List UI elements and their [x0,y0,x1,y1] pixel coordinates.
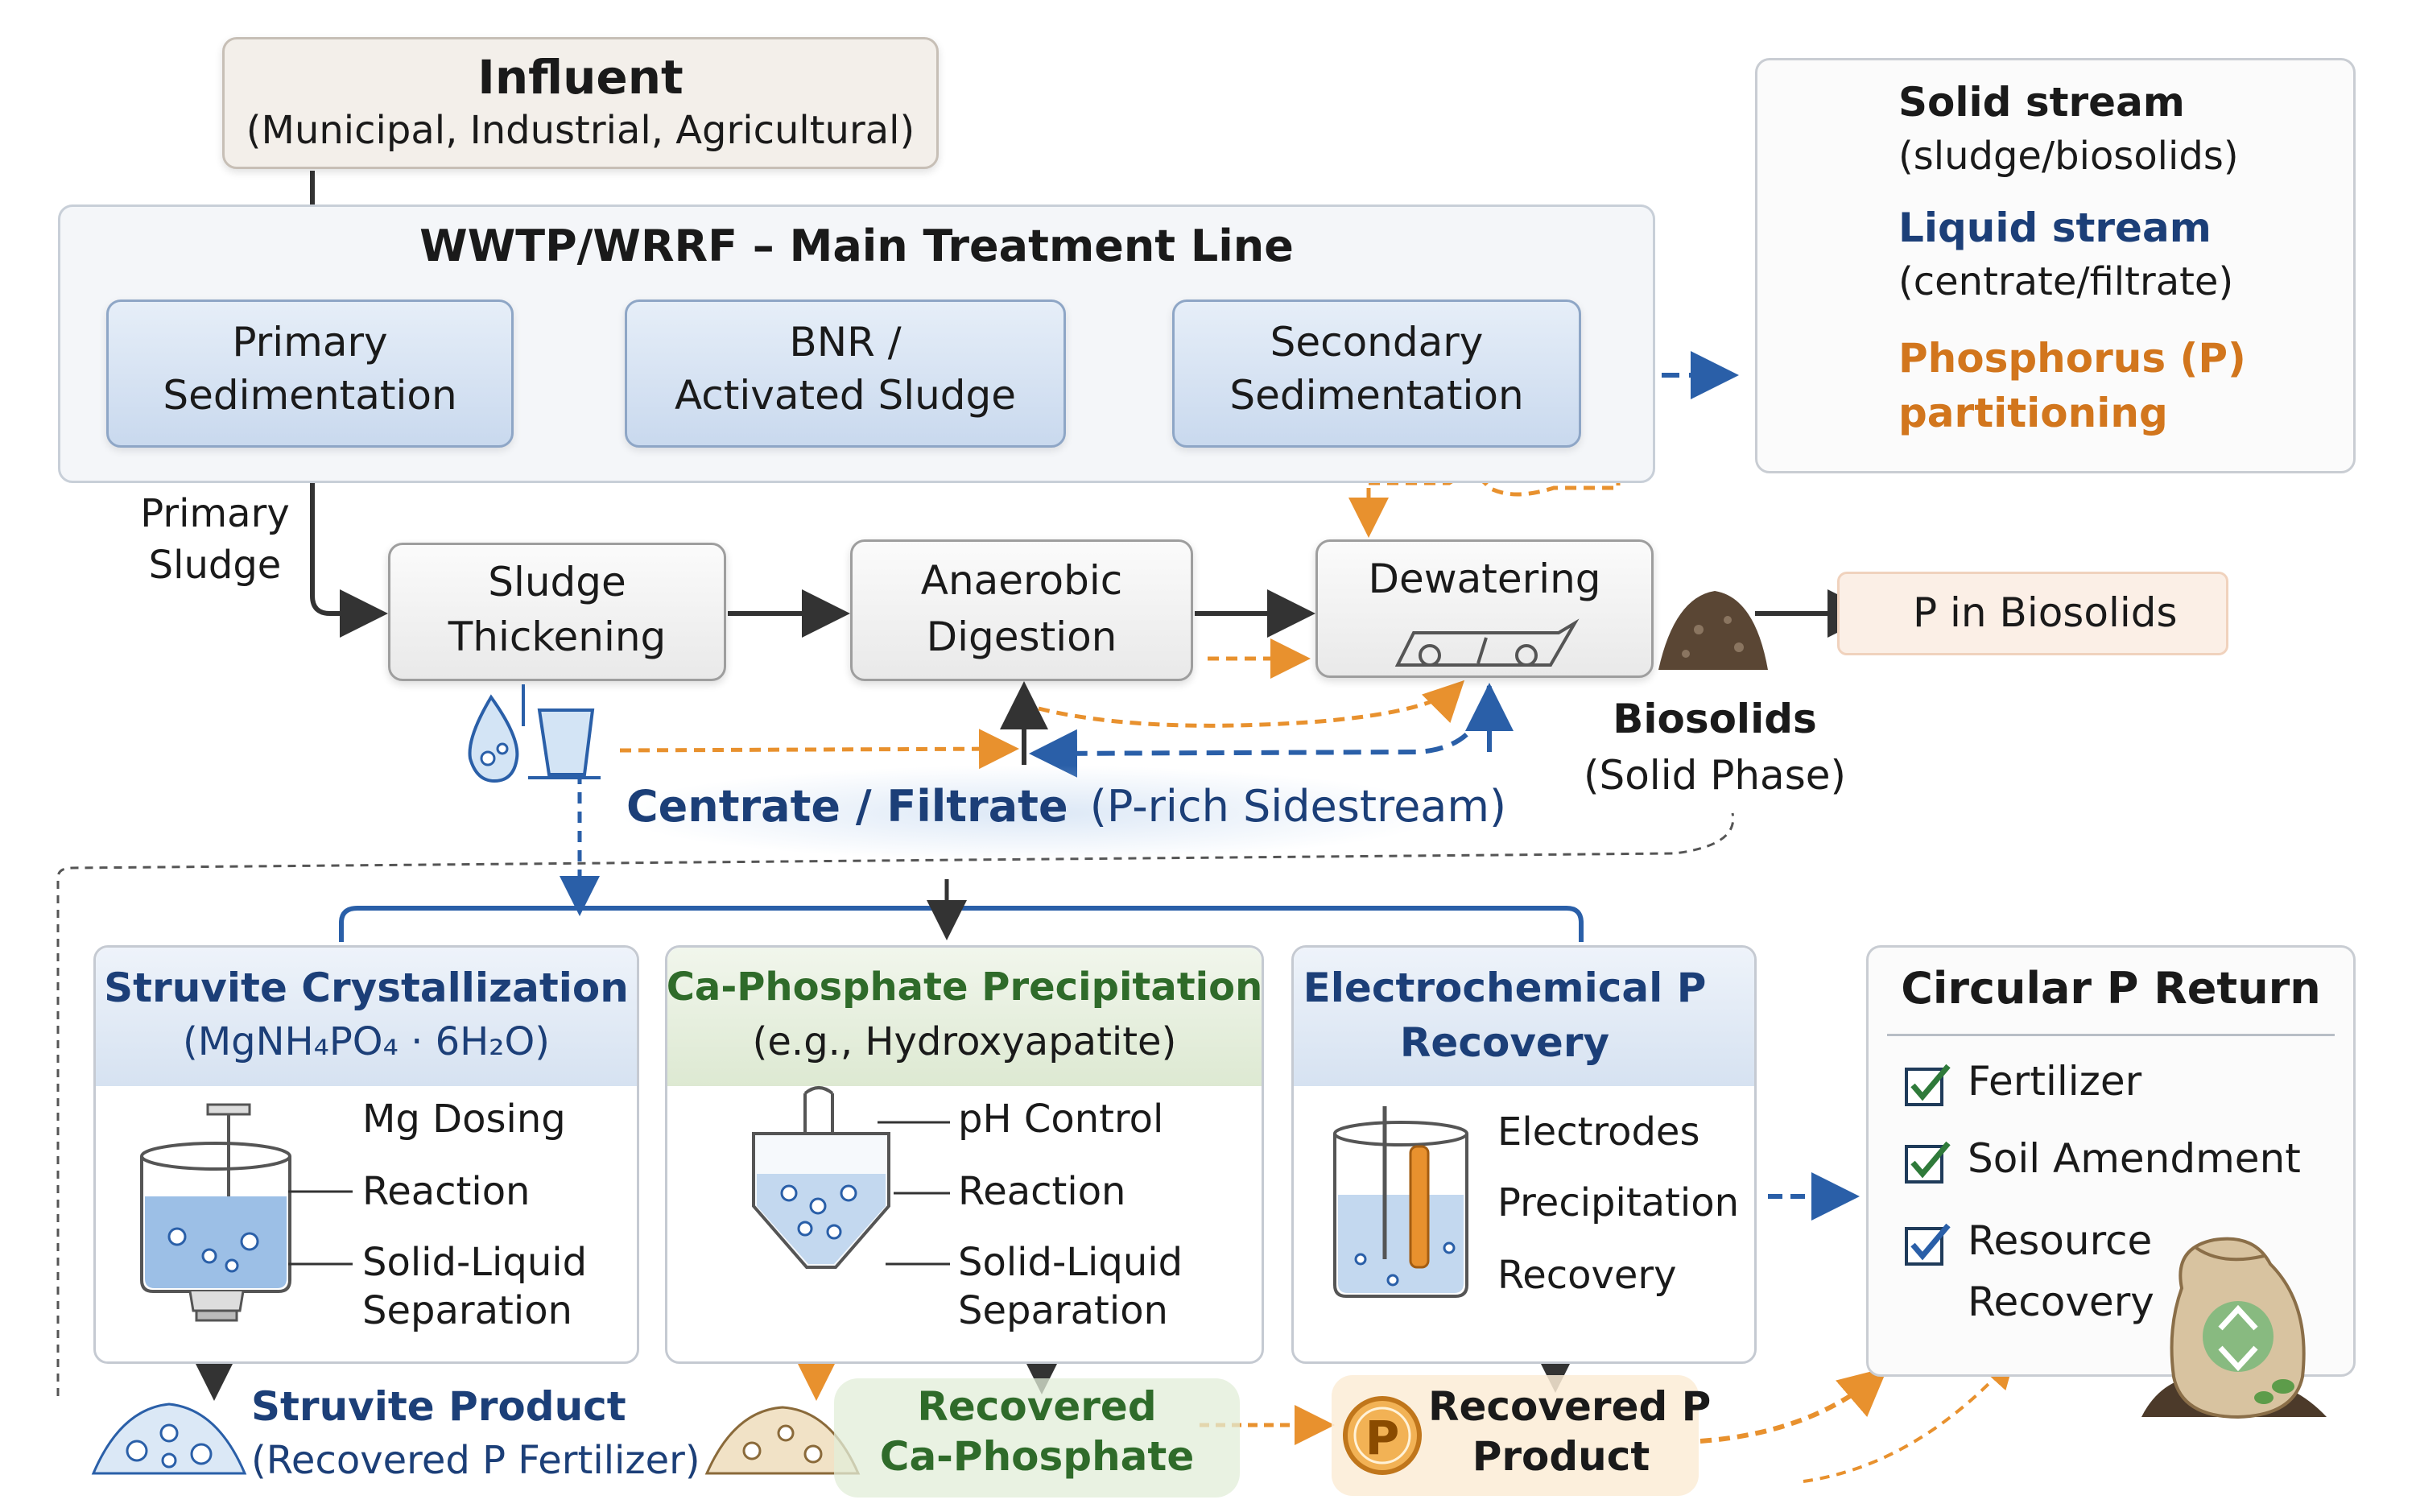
circular-title: Circular P Return [1901,963,2321,1014]
legend-solid-sub: (sludge/biosolids) [1898,134,2239,179]
legend-box [1755,58,2356,473]
circular-item-soil: Soil Amendment [1968,1135,2301,1182]
electrochemical-cell-icon [1333,1106,1468,1298]
caphos-product-bg [834,1378,1240,1498]
caphos-step-1: pH Control [958,1097,1164,1142]
primary-sludge-line2: Sludge [148,543,282,588]
arrow-p-centrate-dewatering [1038,680,1465,728]
primary-sedimentation-line1: Primary [232,319,388,366]
sludge-thickening-line1: Sludge [488,559,626,605]
primary-sedimentation-line2: Sedimentation [163,372,457,419]
circular-divider [1887,1034,2335,1036]
electro-title-line1: Electrochemical P [1303,965,1707,1011]
primary-sedimentation-box [106,300,514,448]
struvite-product-title: Struvite Product [251,1383,626,1430]
circular-item-recovery: Recovery [1968,1279,2154,1325]
p-coin-letter: P [1365,1411,1400,1465]
checkbox-fertilizer-icon [1905,1064,1951,1106]
arrow-primary-sludge [310,451,388,638]
struvite-header [96,948,637,1086]
struvite-leaders [288,1190,353,1266]
struvite-step-1: Mg Dosing [362,1097,566,1142]
sludge-thickening-line2: Thickening [448,613,667,660]
struvite-product-sub: (Recovered P Fertilizer) [251,1438,700,1483]
p-in-biosolids-label: P in Biosolids [1913,589,2178,636]
circular-item-fertilizer: Fertilizer [1968,1058,2142,1105]
crystallizer-tank-icon [140,1103,291,1322]
centrate-rest: (P-rich Sidestream) [1089,781,1507,832]
p-product-line1: Recovered P [1428,1383,1712,1430]
struvite-formula: (MgNH₄PO₄ · 6H₂O) [183,1019,550,1064]
p-coin-icon [1343,1396,1422,1475]
anaerobic-digestion-box [850,539,1193,681]
influent-title: Influent [477,50,684,105]
p-product-line2: Product [1472,1433,1650,1480]
struvite-step-4: Separation [362,1288,572,1333]
biosolids-pile-icon [1658,591,1768,670]
influent-box [222,37,939,169]
legend-p-sub: partitioning [1898,390,2168,436]
primary-sludge-line1: Primary [140,491,290,536]
electro-step-3: Recovery [1497,1253,1677,1298]
recycle-bag-icon [2141,1237,2327,1419]
arrow-p-product-to-circular [1699,1367,1889,1444]
arrow-p-lower-return [1803,1356,2016,1483]
struvite-crystals-icon [91,1403,247,1475]
circular-item-resource: Resource [1968,1217,2153,1264]
caphos-step-2: Reaction [958,1169,1126,1214]
electro-step-1: Electrodes [1497,1109,1700,1155]
arrow-dewatering-to-centrate [1029,685,1492,778]
checkbox-soil-icon [1905,1141,1951,1184]
centrate-glow [612,765,1449,861]
caphos-header [667,948,1262,1086]
bnr-box [625,300,1066,448]
legend-p-title: Phosphorus (P) [1898,335,2246,382]
centrate-label: Centrate / Filtrate (P-rich Sidestream) [626,781,1506,832]
legend-solid-title: Solid stream [1898,79,2185,126]
legend-liquid-title: Liquid stream [1898,204,2212,251]
caphos-step-4: Separation [958,1288,1168,1333]
electro-step-2: Precipitation [1497,1180,1740,1225]
influent-subtitle: (Municipal, Industrial, Agricultural) [246,108,915,153]
precipitation-reactor-icon [752,1086,890,1269]
struvite-step-2: Reaction [362,1169,531,1214]
secondary-sedimentation-line1: Secondary [1270,319,1484,366]
caphos-leaders [878,1121,950,1266]
anaerobic-digestion-line2: Digestion [926,613,1117,660]
electro-title-line2: Recovery [1399,1019,1610,1066]
struvite-title: Struvite Crystallization [104,965,629,1011]
dewatering-box [1315,539,1654,678]
belt-press-icon [1394,618,1580,667]
bnr-line2: Activated Sludge [674,372,1017,419]
caphos-step-3: Solid-Liquid [958,1240,1183,1285]
p-in-biosolids-box [1837,572,2228,655]
biosolids-subtitle: (Solid Phase) [1583,752,1847,799]
anaerobic-digestion-line1: Anaerobic [920,557,1123,604]
secondary-sedimentation-box [1172,300,1581,448]
secondary-sedimentation-line2: Sedimentation [1229,372,1524,419]
arrow-p-thickening-centrate [619,729,1019,770]
caphos-title: Ca-Phosphate Precipitation [666,965,1263,1010]
centrate-bold: Centrate / Filtrate [626,781,1068,832]
recirculation-dash [56,812,1735,1396]
caphos-pile-icon [704,1406,861,1475]
caphos-product-line1: Recovered [917,1383,1157,1430]
biosolids-title: Biosolids [1613,696,1817,742]
legend-liquid-sub: (centrate/filtrate) [1898,259,2234,304]
caphos-product-line2: Ca-Phosphate [879,1433,1195,1480]
main-line-title: WWTP/WRRF – Main Treatment Line [419,221,1294,271]
sludge-thickening-box [388,543,726,681]
dewatering-label: Dewatering [1368,556,1601,602]
tech-manifold [339,906,1584,942]
checkbox-resource-icon [1905,1223,1951,1266]
electro-header [1294,948,1754,1086]
caphos-subtitle: (e.g., Hydroxyapatite) [752,1019,1177,1064]
bnr-line1: BNR / [789,319,902,366]
struvite-step-3: Solid-Liquid [362,1240,588,1285]
drop-filter-icon [468,684,601,783]
